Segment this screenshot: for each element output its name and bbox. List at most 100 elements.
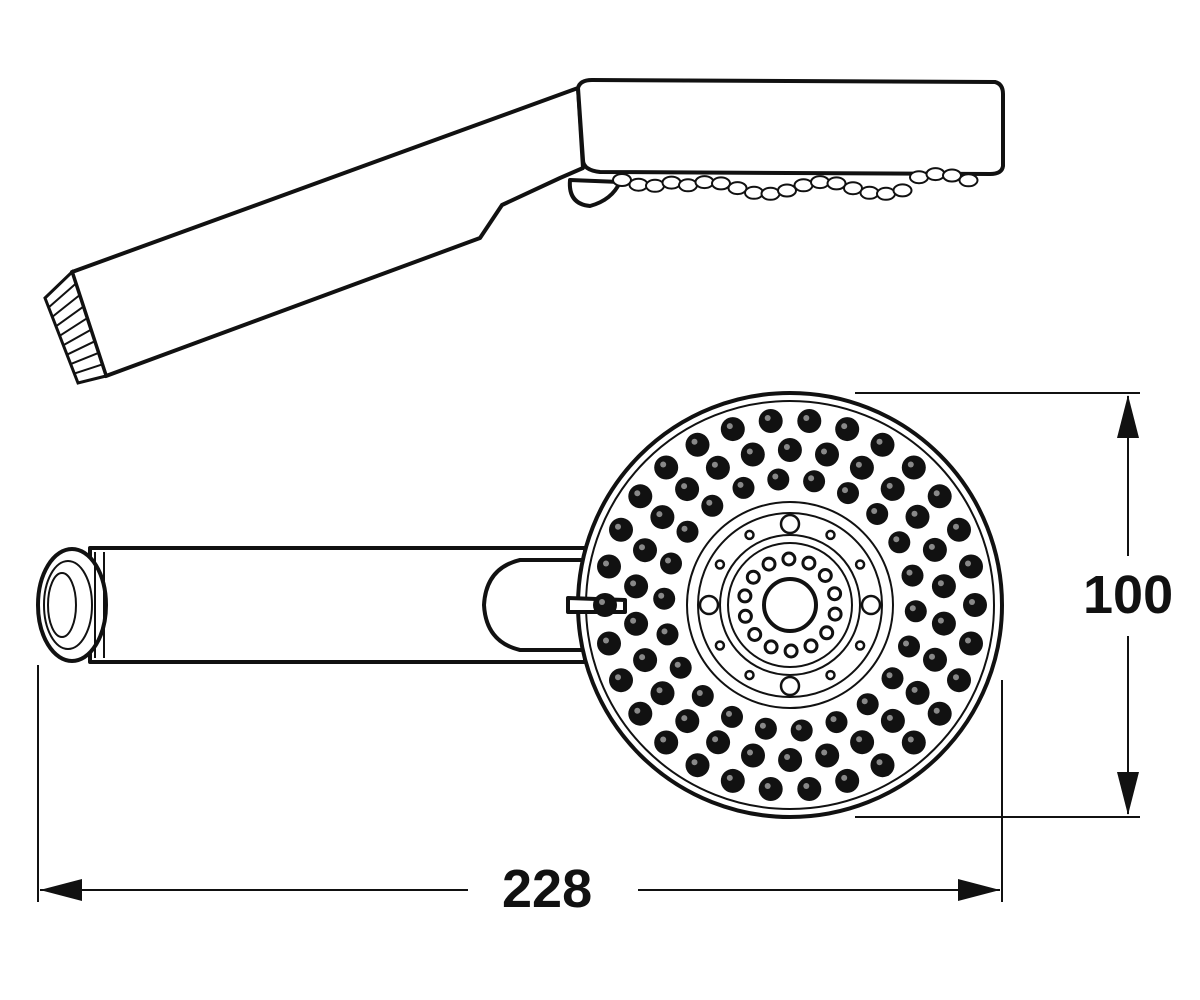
spray-nozzle — [931, 574, 956, 599]
spray-nozzle — [849, 455, 874, 480]
side-nozzle — [612, 173, 632, 187]
side-view — [43, 78, 1005, 385]
spray-nozzle-highlight — [764, 783, 771, 789]
spray-nozzle — [790, 719, 813, 742]
side-view-handle — [70, 86, 585, 378]
spray-nozzle — [669, 656, 692, 679]
side-nozzle — [925, 167, 946, 182]
spray-nozzle — [881, 667, 904, 690]
spray-nozzle-highlight — [639, 544, 645, 551]
spray-nozzle-highlight — [876, 438, 883, 445]
spray-nozzle-highlight — [911, 686, 918, 693]
spray-nozzle — [905, 504, 930, 529]
center-nozzle — [745, 569, 761, 585]
spray-nozzle — [754, 717, 777, 740]
spray-nozzle — [898, 635, 920, 658]
thread-line — [73, 363, 103, 375]
spray-nozzle — [947, 517, 971, 542]
spray-nozzle-highlight — [772, 473, 779, 480]
spray-nozzle-highlight — [937, 617, 944, 624]
inner-nozzle — [854, 640, 866, 651]
spray-nozzle — [701, 494, 724, 517]
spray-nozzle — [741, 743, 765, 768]
thread-line — [62, 328, 92, 347]
inner-nozzle — [714, 640, 726, 651]
spray-nozzle-highlight — [937, 580, 944, 587]
spray-nozzle-highlight — [969, 599, 975, 605]
side-nozzle — [958, 173, 979, 188]
front-view-nozzles — [593, 409, 987, 801]
spray-nozzle-highlight — [821, 448, 827, 455]
spray-nozzle-highlight — [656, 687, 663, 694]
center-nozzle — [817, 568, 833, 583]
spray-nozzle-highlight — [841, 774, 848, 781]
spray-nozzle — [927, 701, 952, 726]
center-nozzle — [783, 643, 799, 659]
thread-line — [48, 282, 77, 309]
spray-nozzle — [676, 520, 699, 543]
thread-line — [70, 351, 99, 366]
spray-nozzle-highlight — [783, 444, 790, 450]
front-view-center-hole — [762, 577, 818, 633]
spray-nozzle — [825, 711, 848, 734]
height-arrow-down — [1117, 772, 1139, 815]
spray-nozzle — [803, 470, 826, 493]
spray-nozzle-highlight — [711, 461, 718, 468]
thread-line — [51, 294, 81, 318]
spray-nozzle — [685, 753, 710, 778]
center-nozzle — [761, 556, 777, 572]
spray-nozzle — [922, 537, 947, 562]
spray-nozzle — [959, 554, 983, 579]
spray-nozzle — [758, 409, 783, 433]
front-view — [36, 391, 1004, 819]
spray-nozzle — [880, 476, 905, 501]
spray-nozzle-highlight — [737, 481, 744, 488]
spray-nozzle-highlight — [599, 599, 605, 605]
thread-line — [55, 305, 84, 328]
side-nozzle — [892, 183, 913, 198]
width-arrow-right — [958, 879, 1000, 901]
width-dimension-label: 228 — [502, 859, 592, 919]
spray-nozzle-highlight — [893, 536, 900, 543]
spray-nozzle-highlight — [871, 508, 878, 514]
spray-nozzle-highlight — [681, 525, 688, 532]
inner-nozzle — [744, 529, 755, 541]
spray-nozzle-highlight — [808, 475, 815, 482]
inner-nozzle — [854, 559, 866, 570]
side-nozzle — [645, 178, 665, 193]
height-arrow-up — [1117, 395, 1139, 438]
spray-nozzle — [835, 768, 860, 793]
spray-nozzle — [653, 587, 676, 610]
center-nozzle — [747, 627, 763, 642]
spray-nozzle — [797, 409, 822, 433]
spray-nozzle-highlight — [658, 592, 665, 599]
spray-nozzle-highlight — [615, 674, 621, 681]
spray-nozzle — [923, 647, 947, 672]
spray-nozzle-highlight — [929, 653, 935, 660]
spray-nozzle-highlight — [876, 759, 883, 766]
spray-nozzle — [815, 442, 839, 467]
spray-nozzle-highlight — [953, 674, 959, 681]
spray-nozzle — [963, 593, 987, 617]
spray-nozzle — [888, 531, 911, 554]
spray-nozzle — [837, 482, 859, 505]
side-nozzle — [810, 175, 830, 190]
thread-line — [59, 317, 88, 337]
spray-nozzle-highlight — [953, 523, 959, 530]
spray-nozzle — [931, 611, 956, 636]
side-nozzle — [793, 178, 814, 193]
spray-nozzle — [777, 438, 802, 462]
spray-nozzle — [904, 600, 927, 623]
spray-nozzle-highlight — [886, 482, 893, 489]
spray-nozzle-highlight — [706, 499, 713, 506]
spray-nozzle-highlight — [691, 759, 698, 766]
spray-nozzle — [866, 503, 889, 525]
side-nozzle — [909, 170, 929, 185]
spray-nozzle-highlight — [712, 736, 719, 743]
spray-nozzle — [628, 701, 653, 726]
spray-nozzle-highlight — [630, 580, 637, 587]
spray-nozzle — [691, 685, 714, 707]
spray-nozzle-highlight — [821, 749, 828, 756]
spray-nozzle-highlight — [842, 487, 848, 494]
spray-nozzle — [685, 432, 710, 457]
